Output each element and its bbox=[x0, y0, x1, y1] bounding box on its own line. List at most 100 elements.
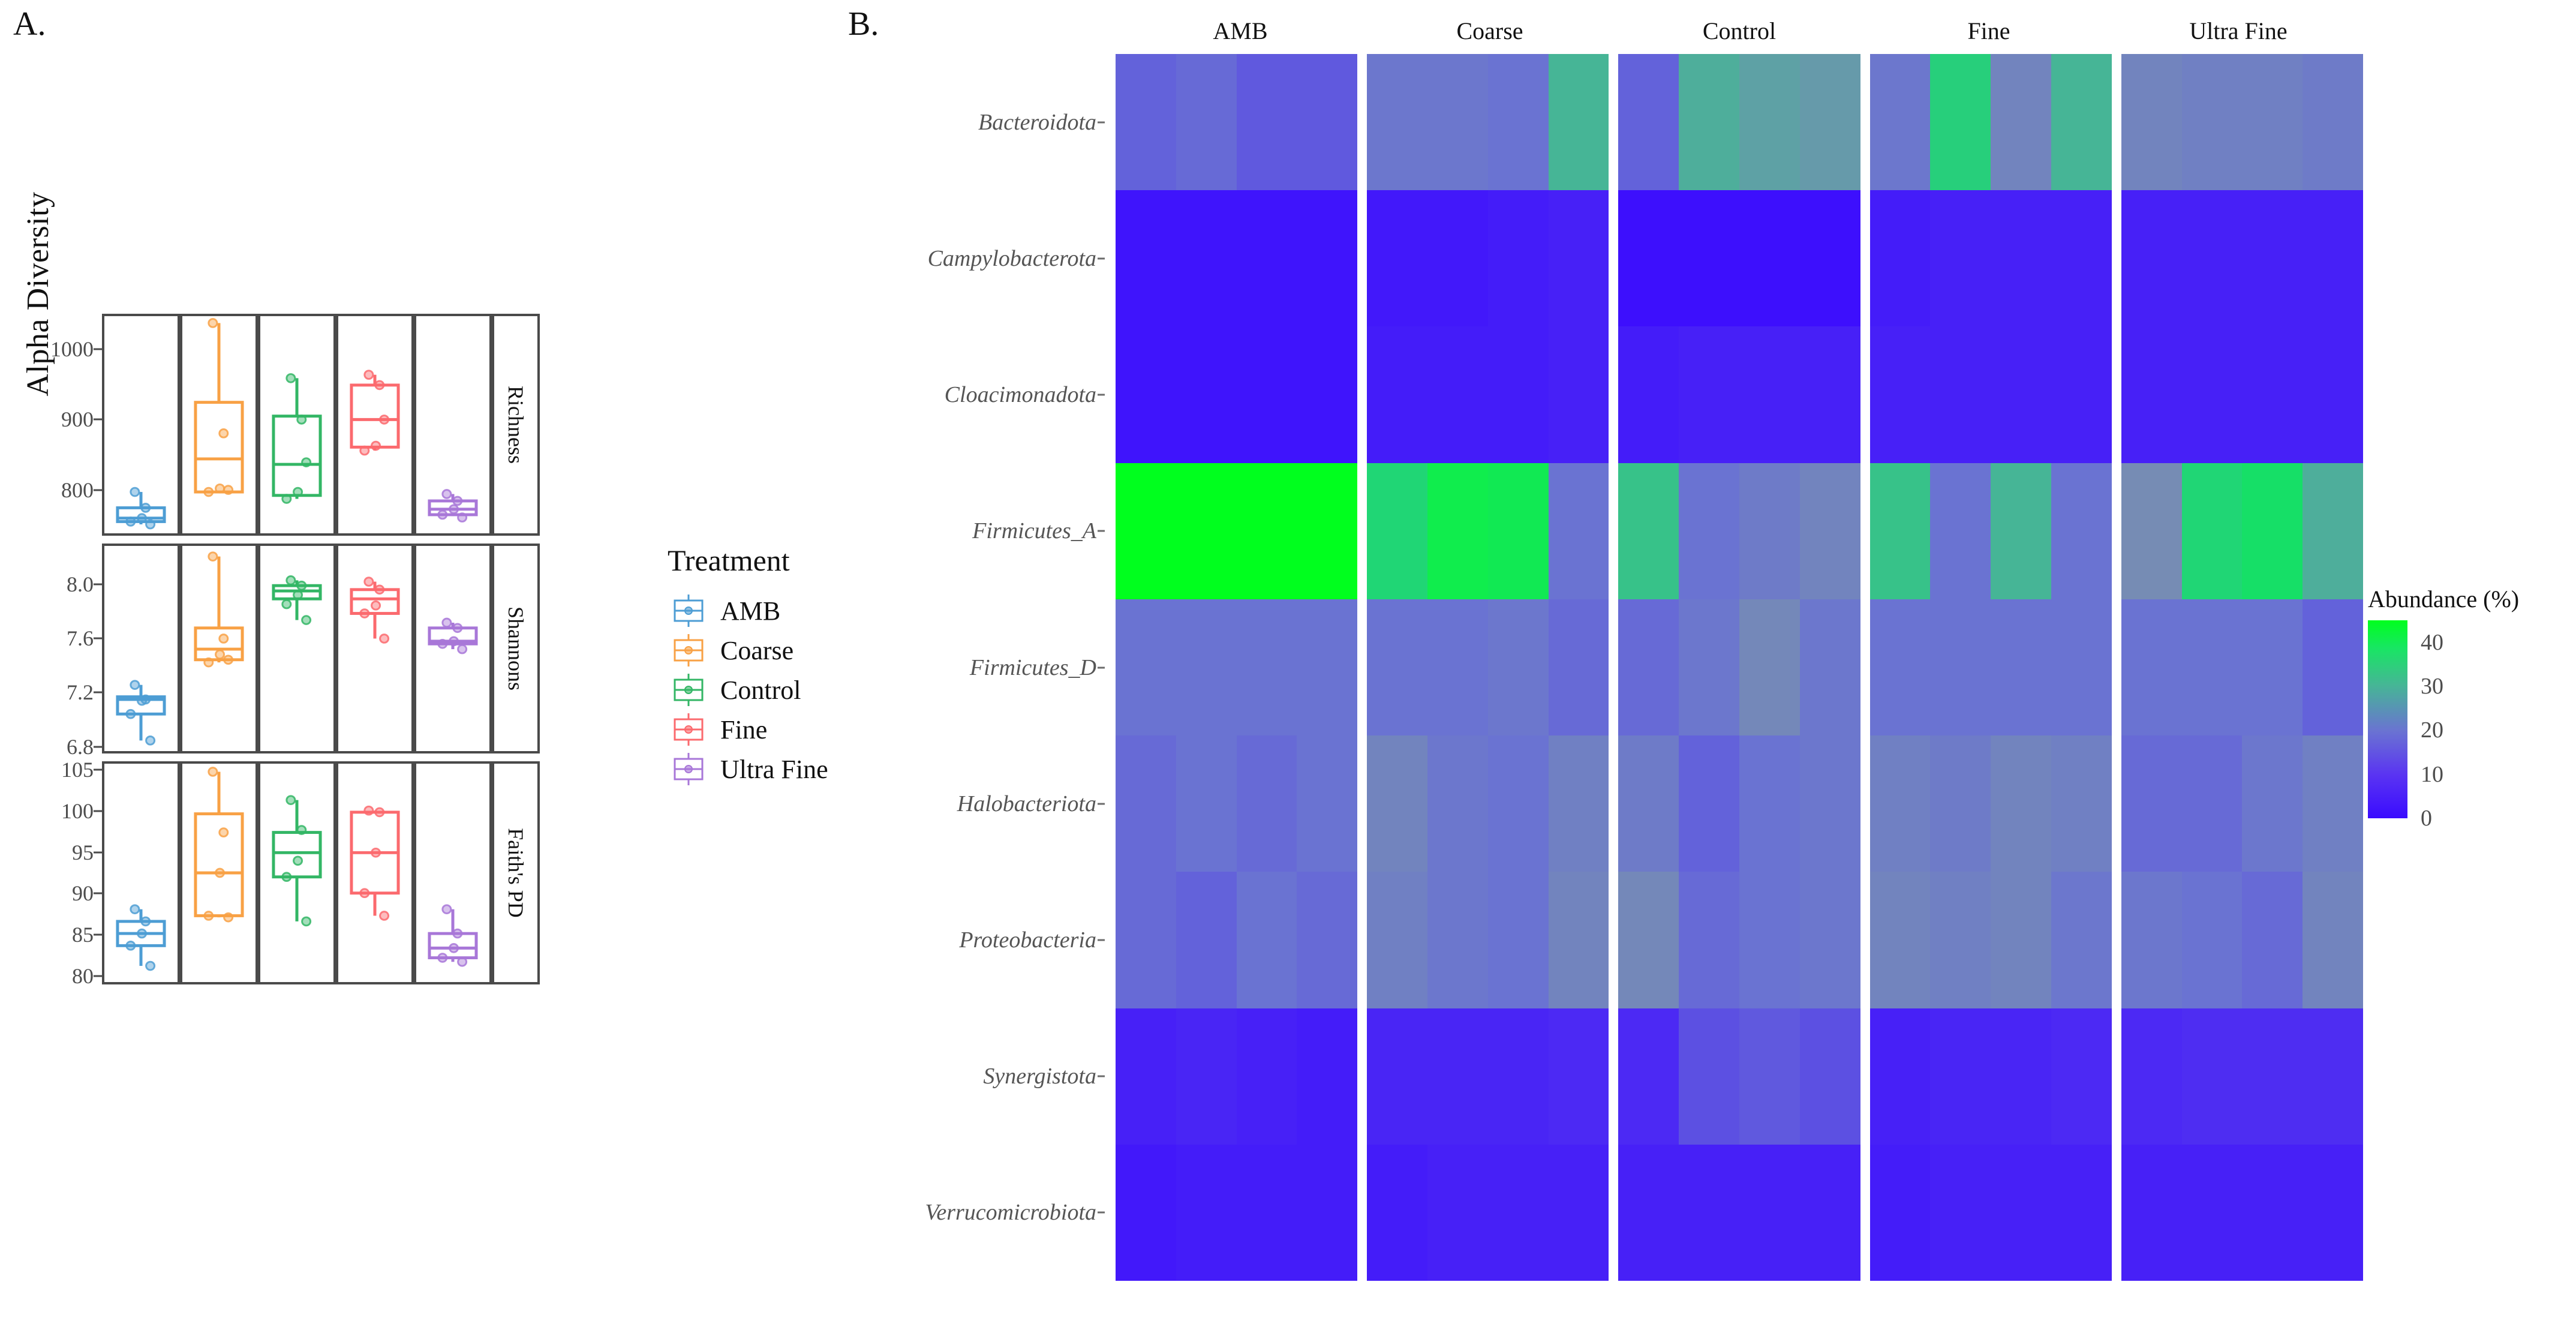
heatmap-cell bbox=[1799, 1144, 1860, 1281]
heatmap-row-label-synergistota: Synergistota bbox=[983, 1064, 1096, 1089]
heatmap-cell bbox=[1930, 54, 1991, 191]
heatmap-cell bbox=[2242, 872, 2303, 1008]
legend-item-amb[interactable]: AMB bbox=[668, 591, 847, 631]
heatmap-cell bbox=[1116, 872, 1176, 1008]
heatmap-cell bbox=[1679, 190, 1739, 327]
heatmap-row-tick bbox=[1098, 394, 1105, 396]
legend-item-control[interactable]: Control bbox=[668, 670, 847, 710]
facet-cell-ultra-fine bbox=[414, 544, 492, 753]
heatmap-cell bbox=[1799, 735, 1860, 872]
heatmap-cell bbox=[2242, 190, 2303, 327]
colorbar-tick-mark bbox=[2410, 685, 2417, 687]
colorbar-tick-mark bbox=[2410, 773, 2417, 776]
heatmap-column bbox=[1236, 54, 1297, 1281]
facet-cell-coarse bbox=[180, 761, 258, 984]
facet-cell-amb bbox=[102, 544, 180, 753]
heatmap-cell bbox=[2181, 190, 2243, 327]
facet-cell-control bbox=[258, 314, 336, 536]
heatmap-cell bbox=[1799, 190, 1860, 327]
heatmap-cell bbox=[1869, 54, 1931, 191]
heatmap-cell bbox=[1367, 190, 1427, 327]
y-tick-label: 900 bbox=[61, 407, 94, 432]
heatmap-row-label-firmicutes-d: Firmicutes_D bbox=[969, 655, 1096, 680]
facet-cell-fine bbox=[336, 761, 414, 984]
heatmap-column bbox=[1739, 54, 1800, 1281]
heatmap-column bbox=[1679, 54, 1739, 1281]
y-tick-label: 105 bbox=[61, 757, 94, 782]
legend-item-fine[interactable]: Fine bbox=[668, 710, 847, 749]
heatmap-row-tick bbox=[1098, 257, 1105, 260]
boxplot-amb bbox=[116, 904, 166, 971]
heatmap-cell bbox=[1679, 1008, 1739, 1145]
heatmap-cell bbox=[1548, 872, 1609, 1008]
boxplot-control bbox=[272, 373, 322, 504]
y-tick-label: 8.0 bbox=[67, 572, 94, 596]
heatmap-cell bbox=[1618, 872, 1679, 1008]
heatmap-cell bbox=[1297, 463, 1358, 599]
heatmap-cell bbox=[1739, 1008, 1800, 1145]
heatmap-cell bbox=[1548, 1008, 1609, 1145]
heatmap-cell bbox=[2303, 190, 2363, 327]
heatmap-column bbox=[1427, 54, 1488, 1281]
heatmap-cell bbox=[1116, 190, 1176, 327]
heatmap-row-label-firmicutes-a: Firmicutes_A bbox=[972, 518, 1096, 544]
heatmap-cell bbox=[1679, 599, 1739, 736]
y-tick-label: 7.2 bbox=[67, 680, 94, 705]
heatmap-cell bbox=[2051, 190, 2112, 327]
legend-title: Treatment bbox=[668, 544, 790, 577]
heatmap-cell bbox=[2242, 326, 2303, 463]
legend-item-coarse[interactable]: Coarse bbox=[668, 631, 847, 670]
heatmap-cell bbox=[1236, 326, 1297, 463]
colorbar-tick-label: 30 bbox=[2421, 674, 2443, 699]
heatmap-cell bbox=[1297, 1144, 1358, 1281]
heatmap-cell bbox=[1930, 1144, 1991, 1281]
heatmap-cell bbox=[2303, 1144, 2363, 1281]
heatmap-cell bbox=[1487, 1008, 1549, 1145]
heatmap-cell bbox=[1869, 190, 1931, 327]
heatmap-cell bbox=[1487, 326, 1549, 463]
heatmap-column bbox=[1487, 54, 1549, 1281]
y-tick-label: 90 bbox=[72, 881, 94, 906]
heatmap-cell bbox=[1487, 190, 1549, 327]
heatmap-cell bbox=[1367, 735, 1427, 872]
heatmap-row-label-cloacimonadota: Cloacimonadota bbox=[944, 382, 1096, 408]
heatmap-cell bbox=[1799, 1008, 1860, 1145]
heatmap-cell bbox=[1367, 599, 1427, 736]
legend-item-ultra-fine[interactable]: Ultra Fine bbox=[668, 749, 847, 789]
heatmap-cell bbox=[1297, 326, 1358, 463]
heatmap-group-fine bbox=[1869, 54, 2112, 1281]
heatmap-row-tick bbox=[1098, 1075, 1105, 1077]
heatmap-column bbox=[1116, 54, 1176, 1281]
heatmap-cell bbox=[1548, 54, 1609, 191]
colorbar-title: Abundance (%) bbox=[2368, 586, 2520, 613]
colorbar-tick-mark bbox=[2410, 729, 2417, 731]
colorbar-tick-mark bbox=[2410, 817, 2417, 819]
colorbar-tick-label: 20 bbox=[2421, 717, 2443, 743]
heatmap-cell bbox=[1236, 54, 1297, 191]
heatmap-cell bbox=[1618, 599, 1679, 736]
y-tick-label: 6.8 bbox=[67, 734, 94, 759]
heatmap-cell bbox=[1487, 54, 1549, 191]
heatmap-cell bbox=[1367, 54, 1427, 191]
heatmap-cell bbox=[1991, 599, 2051, 736]
heatmap-cell bbox=[1427, 735, 1488, 872]
heatmap-cell bbox=[2303, 599, 2363, 736]
heatmap-cell bbox=[1869, 326, 1931, 463]
heatmap-row-label-verrucomicrobiota: Verrucomicrobiota bbox=[925, 1200, 1096, 1226]
heatmap-row-label-halobacteriota: Halobacteriota bbox=[957, 791, 1096, 816]
y-tick-mark bbox=[94, 583, 102, 586]
heatmap-cell bbox=[2181, 1144, 2243, 1281]
colorbar-gradient bbox=[2368, 620, 2407, 818]
heatmap-cell bbox=[1116, 1144, 1176, 1281]
heatmap-cell bbox=[1991, 54, 2051, 191]
heatmap-column bbox=[1930, 54, 1991, 1281]
heatmap-cell bbox=[1116, 599, 1176, 736]
heatmap-row-label-campylobacterota: Campylobacterota bbox=[927, 245, 1096, 271]
heatmap-cell bbox=[2051, 54, 2112, 191]
heatmap-cell bbox=[1869, 463, 1931, 599]
heatmap-cell bbox=[1618, 54, 1679, 191]
heatmap-group-ultra-fine bbox=[2121, 54, 2363, 1281]
